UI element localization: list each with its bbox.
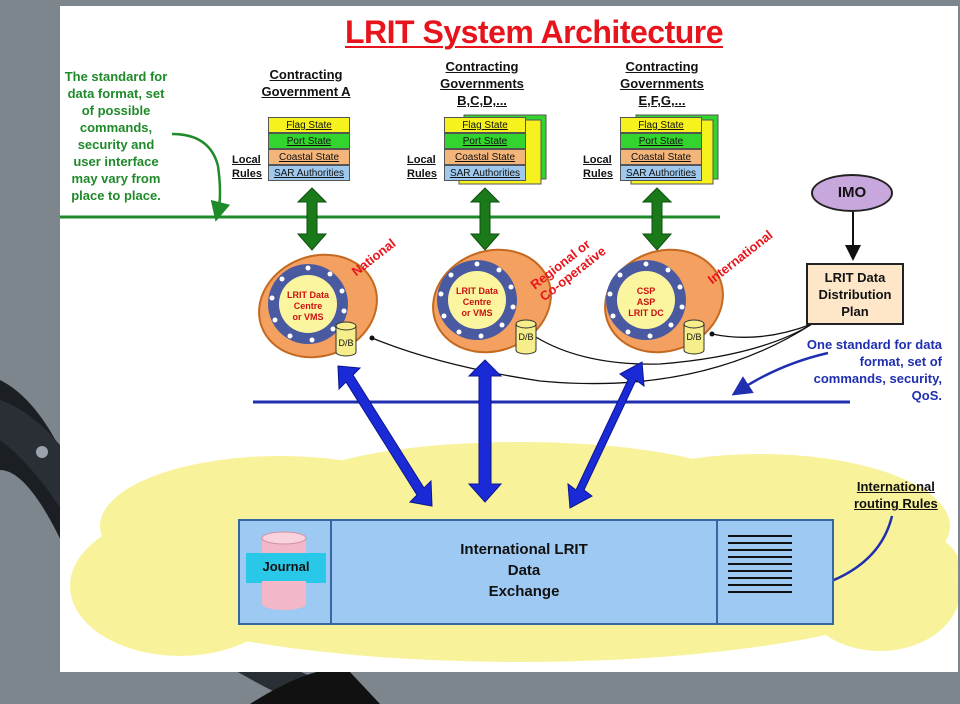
- db-label-international: D/B: [686, 332, 702, 342]
- gov-efg-link-arrow: [641, 187, 673, 251]
- coastal-state-bar: Coastal State: [268, 149, 350, 165]
- page-title: LRIT System Architecture: [344, 14, 724, 50]
- port-state-bar: Port State: [268, 133, 350, 149]
- port-state-bar: Port State: [444, 133, 526, 149]
- flag-state-bar: Flag State: [268, 117, 350, 133]
- national-centre-label: LRIT Data Centre or VMS: [286, 290, 329, 322]
- port-state-bar: Port State: [620, 133, 702, 149]
- national-exchange-arrow: [337, 365, 433, 507]
- gov-a-title: Contracting Government A: [261, 67, 351, 99]
- authority-stack-a: Flag State Port State Coastal State SAR …: [268, 117, 350, 181]
- authority-stack-efg: Flag State Port State Coastal State SAR …: [620, 117, 702, 181]
- journal-label-overlay: Journal: [262, 559, 310, 574]
- flag-state-bar: Flag State: [444, 117, 526, 133]
- routing-table-panel: [716, 521, 832, 623]
- coastal-state-bar: Coastal State: [620, 149, 702, 165]
- data-exchange-label: International LRIT Data Exchange: [460, 541, 588, 600]
- left-note-pointer: [171, 132, 231, 222]
- sar-authorities-bar: SAR Authorities: [620, 165, 702, 181]
- right-standards-note: One standard for data format, set of com…: [806, 337, 942, 403]
- flag-state-bar: Flag State: [620, 117, 702, 133]
- international-centre-label: CSP ASP LRIT DC: [628, 286, 664, 318]
- ship-ring-dots: [269, 261, 685, 343]
- db-cylinders: [335, 319, 705, 357]
- distribution-plan-box: LRIT Data Distribution Plan: [806, 263, 904, 325]
- international-exchange-arrow: [567, 361, 645, 509]
- right-note-pointer: [731, 351, 829, 396]
- imo-node: IMO: [811, 174, 893, 212]
- gov-efg-title: Contracting Governments E,F,G,...: [620, 59, 704, 108]
- diagram-slide: LRIT System Architecture The standard fo…: [60, 6, 958, 672]
- regional-centre-label: LRIT Data Centre or VMS: [455, 286, 498, 318]
- gov-a-link-arrow: [296, 187, 328, 251]
- sar-authorities-bar: SAR Authorities: [268, 165, 350, 181]
- data-exchange-box: Journal International LRIT Data Exchange: [238, 519, 834, 625]
- sar-authorities-bar: SAR Authorities: [444, 165, 526, 181]
- db-label-national: D/B: [338, 338, 354, 348]
- authority-stack-bcd: Flag State Port State Coastal State SAR …: [444, 117, 526, 181]
- db-label-regional: D/B: [518, 332, 534, 342]
- regional-exchange-arrow: [467, 359, 503, 503]
- plan-connection-lines: [371, 323, 813, 385]
- gov-bcd-title: Contracting Governments B,C,D,...: [440, 59, 524, 108]
- routing-rules-label: International routing Rules: [854, 479, 938, 511]
- gov-bcd-link-arrow: [469, 187, 501, 251]
- coastal-state-bar: Coastal State: [444, 149, 526, 165]
- left-standards-note: The standard for data format, set of pos…: [64, 69, 168, 203]
